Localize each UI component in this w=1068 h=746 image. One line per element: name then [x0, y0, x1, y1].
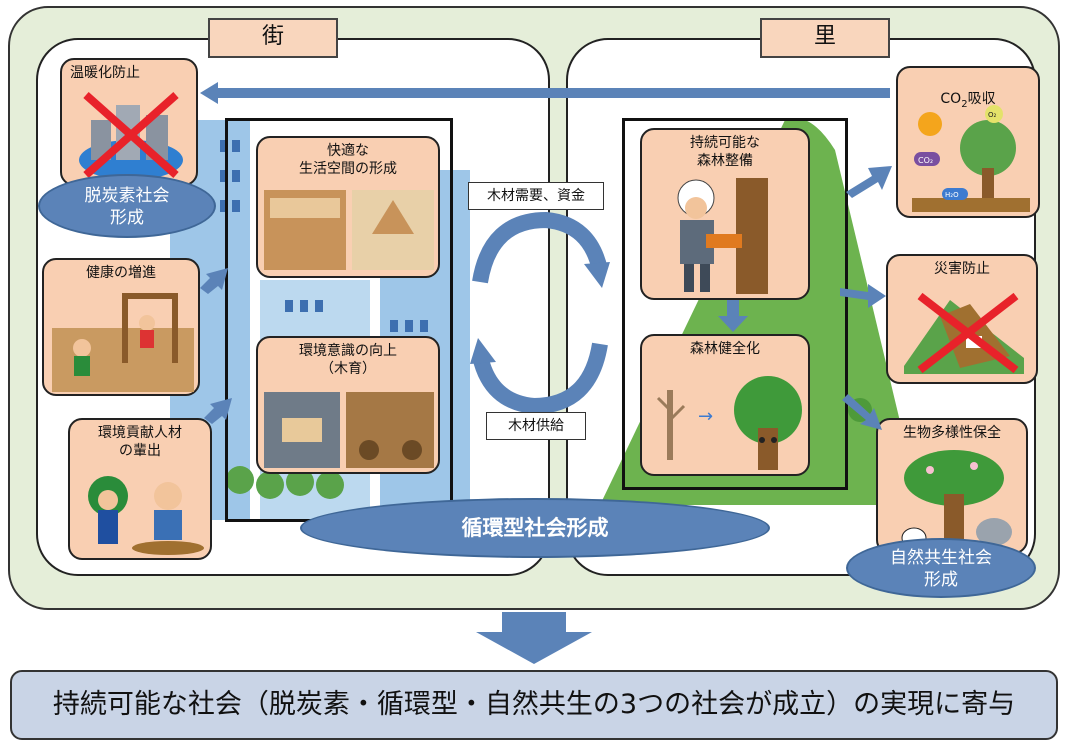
down-arrow: [476, 612, 592, 664]
arrow-to-disaster: [840, 284, 886, 308]
svg-text:CO₂: CO₂: [918, 156, 933, 165]
card-title: 温暖化防止: [70, 65, 140, 81]
card-disaster-prevention: 災害防止: [886, 254, 1038, 384]
card-sustainable-forest-management: 持続可能な 森林整備: [640, 128, 810, 300]
wood-supply-label: 木材供給: [486, 412, 586, 440]
svg-text:O₂: O₂: [988, 111, 997, 119]
playground-illustration: [52, 293, 194, 392]
arrow-to-talent: [204, 398, 232, 424]
children-planting-illustration: [88, 476, 204, 555]
city-flood-illustration: [79, 92, 183, 180]
arrow-to-health: [200, 268, 228, 294]
svg-text:→: →: [698, 406, 713, 427]
card-title: 森林健全化: [690, 341, 760, 357]
card-title: 環境貢献人材 の輩出: [98, 425, 182, 459]
conclusion-box: 持続可能な社会（脱炭素・循環型・自然共生の3つの社会が成立）の実現に寄与: [10, 670, 1058, 740]
arrow-forest-management-to-health: [718, 300, 748, 332]
town-label: 街: [208, 18, 338, 58]
card-environmental-talent: 環境貢献人材 の輩出: [68, 418, 212, 560]
arrow-to-co2: [846, 166, 892, 198]
card-warming-prevention: 温暖化防止: [60, 58, 198, 186]
co2-to-warming-arrow: [200, 82, 890, 104]
card-title: 快適な 生活空間の形成: [299, 143, 397, 177]
forester-chainsaw-illustration: [677, 178, 768, 294]
card-co2-absorption: CO2吸収 CO₂ O₂ H₂O: [896, 66, 1040, 218]
wooden-interior-photos: [264, 190, 434, 270]
wooden-toys-photos: [264, 392, 434, 468]
circular-society-ellipse: 循環型社会形成: [300, 498, 770, 558]
landslide-illustration: [904, 292, 1024, 374]
card-health: 健康の増進: [42, 258, 200, 396]
decarbonized-society-ellipse: 脱炭素社会 形成: [38, 174, 216, 238]
card-title: 環境意識の向上 （木育）: [299, 343, 397, 377]
card-environmental-awareness: 環境意識の向上 （木育）: [256, 336, 440, 474]
tree-photosynthesis-illustration: CO₂ O₂ H₂O: [912, 105, 1030, 212]
wood-demand-funds-label: 木材需要、資金: [468, 182, 604, 210]
card-title: 健康の増進: [86, 265, 156, 281]
arrow-demand-curve: [472, 211, 610, 288]
animals-tree-illustration: [901, 450, 1012, 549]
card-comfortable-living-space: 快適な 生活空間の形成: [256, 136, 440, 278]
card-forest-health: 森林健全化 →: [640, 334, 810, 476]
card-title: 生物多様性保全: [903, 425, 1001, 441]
healthy-tree-illustration: →: [656, 376, 802, 470]
card-biodiversity: 生物多様性保全: [876, 418, 1028, 554]
nature-coexistence-ellipse: 自然共生社会 形成: [846, 538, 1036, 598]
village-label: 里: [760, 18, 890, 58]
village-inner-frame: [622, 118, 848, 490]
arrow-to-biodiversity: [842, 394, 882, 430]
svg-text:H₂O: H₂O: [945, 191, 959, 199]
arrow-supply-curve: [470, 338, 608, 415]
card-title: 災害防止: [934, 261, 990, 277]
card-title: 持続可能な 森林整備: [690, 135, 760, 169]
card-title: CO2吸収: [940, 91, 996, 110]
